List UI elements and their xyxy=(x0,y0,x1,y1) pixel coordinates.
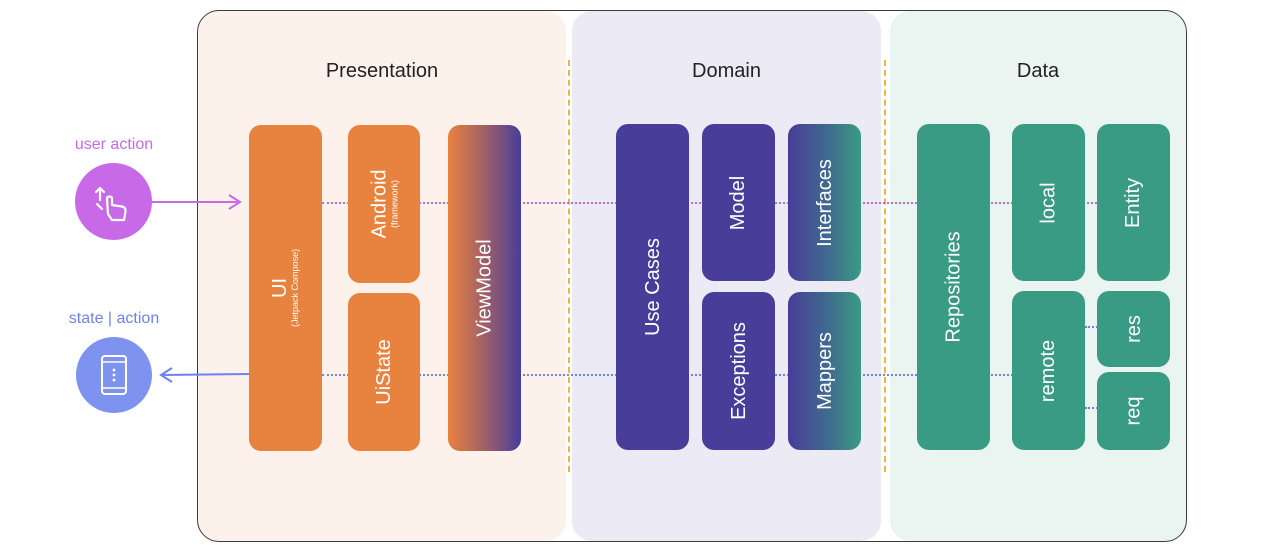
req-label: req xyxy=(1122,396,1145,426)
ui-sublabel: (Jetpack Compose) xyxy=(290,248,301,328)
user-action-label: user action xyxy=(74,136,154,153)
remote-res-connector xyxy=(1085,326,1098,328)
ui-box: UI (Jetpack Compose) xyxy=(249,125,322,451)
user-action-circle xyxy=(75,163,152,240)
req-box: req xyxy=(1097,372,1170,450)
use-cases-label: Use Cases xyxy=(641,238,664,336)
mappers-label: Mappers xyxy=(813,332,836,410)
res-box: res xyxy=(1097,291,1170,367)
touch-swipe-icon xyxy=(94,186,127,221)
exceptions-box: Exceptions xyxy=(702,292,775,450)
interfaces-box: Interfaces xyxy=(788,124,861,281)
interfaces-label: Interfaces xyxy=(813,158,836,247)
android-box: Android (framework) xyxy=(348,125,420,283)
remote-label: remote xyxy=(1037,339,1060,402)
exceptions-label: Exceptions xyxy=(727,322,750,420)
layer-separator-domain-data xyxy=(884,60,886,472)
mappers-box: Mappers xyxy=(788,292,861,450)
remote-box: remote xyxy=(1012,291,1085,450)
ui-label: UI xyxy=(269,277,292,298)
state-action-circle xyxy=(76,337,152,413)
domain-title: Domain xyxy=(692,60,761,82)
uistate-label: UiState xyxy=(373,339,395,405)
user-action-arrow xyxy=(152,194,242,210)
model-box: Model xyxy=(702,124,775,281)
local-label: local xyxy=(1037,181,1060,224)
data-title: Data xyxy=(1016,60,1060,82)
layer-separator-presentation-domain xyxy=(568,60,570,472)
uistate-box: UiState xyxy=(348,293,420,451)
architecture-frame xyxy=(197,10,1187,542)
entity-box: Entity xyxy=(1097,124,1170,281)
android-sublabel: (framework) xyxy=(389,179,400,229)
repositories-label: Repositories xyxy=(942,231,965,343)
state-arrow xyxy=(159,367,251,383)
use-cases-box: Use Cases xyxy=(616,124,689,450)
local-box: local xyxy=(1012,124,1085,281)
repositories-box: Repositories xyxy=(917,124,990,450)
remote-req-connector xyxy=(1085,407,1098,409)
viewmodel-box: ViewModel xyxy=(448,125,521,451)
state-action-label: state | action xyxy=(68,310,160,327)
viewmodel-label: ViewModel xyxy=(473,239,496,337)
android-label: Android xyxy=(368,169,391,239)
res-label: res xyxy=(1122,315,1145,343)
entity-label: Entity xyxy=(1122,177,1145,228)
model-label: Model xyxy=(727,175,750,230)
phone-icon xyxy=(101,355,127,395)
presentation-title: Presentation xyxy=(325,60,439,82)
